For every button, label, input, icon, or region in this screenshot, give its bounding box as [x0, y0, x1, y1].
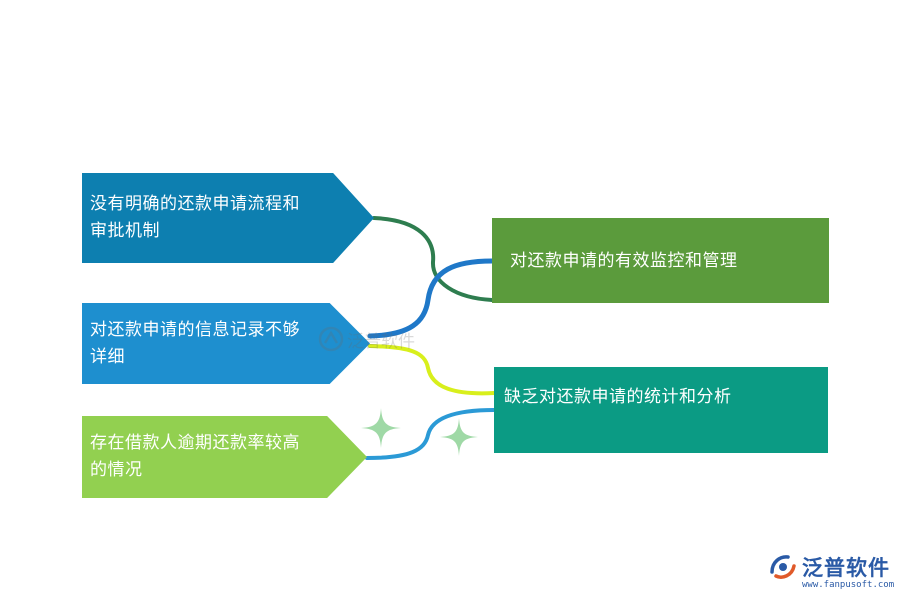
watermark-text: 泛普软件 — [347, 331, 415, 352]
right-item-1-text: 对还款申请的有效监控和管理 — [510, 250, 738, 271]
right-item-1: 对还款申请的有效监控和管理 — [492, 218, 829, 303]
left-item-1-text: 没有明确的还款申请流程和审批机制 — [90, 194, 300, 241]
left-item-2: 对还款申请的信息记录不够详细 — [82, 303, 370, 384]
left-item-1: 没有明确的还款申请流程和审批机制 — [82, 173, 374, 263]
left-item-3: 存在借款人逾期还款率较高的情况 — [82, 416, 367, 498]
fanpu-logo-icon — [318, 326, 344, 352]
right-item-2: 缺乏对还款申请的统计和分析 — [494, 367, 828, 453]
fanpu-logo-icon — [770, 555, 796, 579]
sparkle-icon — [440, 418, 478, 456]
connector-left2-right1 — [367, 258, 495, 339]
connector-left2-right2 — [368, 344, 496, 396]
brand-url: www.fanpusoft.com — [802, 580, 895, 590]
watermark: 泛普软件 — [318, 326, 415, 352]
left-item-3-text: 存在借款人逾期还款率较高的情况 — [90, 433, 300, 480]
connector-left3-right2 — [365, 408, 496, 460]
brand-name: 泛普软件 — [802, 556, 890, 580]
sparkle-icon — [361, 408, 401, 448]
right-item-2-text: 缺乏对还款申请的统计和分析 — [504, 387, 732, 407]
brand-logo: 泛普软件 — [768, 552, 890, 582]
connector-left1-right1 — [372, 216, 494, 302]
left-item-2-text: 对还款申请的信息记录不够详细 — [90, 319, 300, 367]
